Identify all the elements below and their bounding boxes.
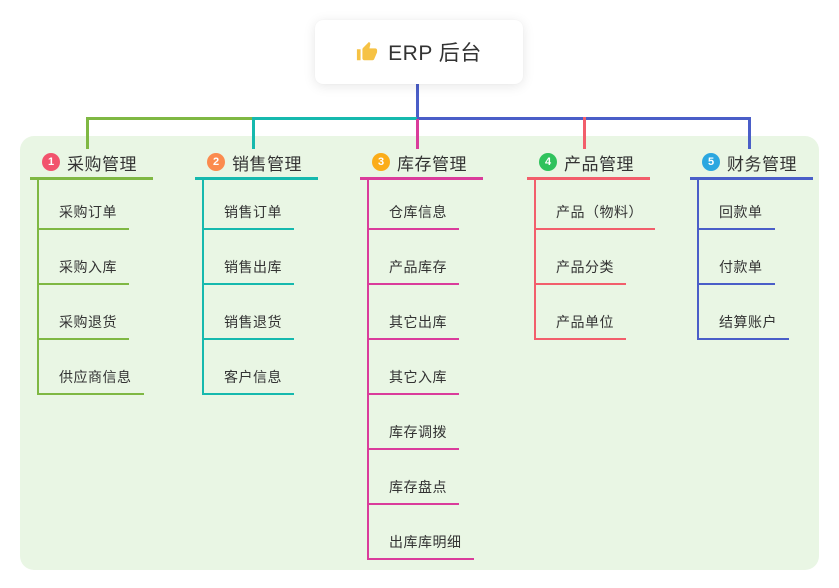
branch-inventory-header[interactable]: 3 库存管理 <box>360 147 483 180</box>
node-purchase-return[interactable]: 采购退货 <box>39 285 129 340</box>
node-stock-transfer[interactable]: 库存调拨 <box>369 395 459 450</box>
node-settlement-account[interactable]: 结算账户 <box>699 285 789 340</box>
node-product-unit[interactable]: 产品单位 <box>536 285 626 340</box>
node-sales-outbound[interactable]: 销售出库 <box>204 230 294 285</box>
badge-2: 2 <box>207 153 225 171</box>
thumbs-up-icon <box>356 41 378 63</box>
node-warehouse-info[interactable]: 仓库信息 <box>369 180 459 230</box>
branch-finance-items: 回款单 付款单 结算账户 <box>697 180 813 340</box>
node-purchase-order[interactable]: 采购订单 <box>39 180 129 230</box>
node-supplier-info[interactable]: 供应商信息 <box>39 340 144 395</box>
node-sales-return[interactable]: 销售退货 <box>204 285 294 340</box>
connector-drop-inventory <box>416 119 419 149</box>
node-other-outbound[interactable]: 其它出库 <box>369 285 459 340</box>
branches-panel <box>20 136 819 570</box>
branch-sales-header[interactable]: 2 销售管理 <box>195 147 318 180</box>
root-title: ERP 后台 <box>388 42 482 65</box>
branch-purchase: 1 采购管理 采购订单 采购入库 采购退货 供应商信息 <box>30 147 153 395</box>
connector-horizontal-mid <box>253 117 417 120</box>
connector-horizontal-left <box>86 117 255 120</box>
connector-drop-sales <box>252 117 255 149</box>
connector-root-stem <box>416 84 419 118</box>
branch-product-items: 产品（物料） 产品分类 产品单位 <box>534 180 655 340</box>
branch-title: 采购管理 <box>67 154 137 174</box>
root-node[interactable]: ERP 后台 <box>315 20 523 84</box>
branch-sales: 2 销售管理 销售订单 销售出库 销售退货 客户信息 <box>195 147 318 395</box>
node-customer-info[interactable]: 客户信息 <box>204 340 294 395</box>
branch-purchase-items: 采购订单 采购入库 采购退货 供应商信息 <box>37 180 153 395</box>
node-outbound-detail[interactable]: 出库库明细 <box>369 505 474 560</box>
connector-drop-finance <box>748 117 751 149</box>
node-sales-order[interactable]: 销售订单 <box>204 180 294 230</box>
branch-title: 库存管理 <box>397 154 467 174</box>
connector-drop-purchase <box>86 117 89 149</box>
node-purchase-inbound[interactable]: 采购入库 <box>39 230 129 285</box>
branch-finance-header[interactable]: 5 财务管理 <box>690 147 813 180</box>
node-product-category[interactable]: 产品分类 <box>536 230 626 285</box>
node-product-material[interactable]: 产品（物料） <box>536 180 655 230</box>
branch-title: 财务管理 <box>727 154 797 174</box>
node-product-stock[interactable]: 产品库存 <box>369 230 459 285</box>
badge-1: 1 <box>42 153 60 171</box>
branch-inventory: 3 库存管理 仓库信息 产品库存 其它出库 其它入库 库存调拨 库存盘点 出库库… <box>360 147 483 560</box>
branch-product-header[interactable]: 4 产品管理 <box>527 147 650 180</box>
branch-inventory-items: 仓库信息 产品库存 其它出库 其它入库 库存调拨 库存盘点 出库库明细 <box>367 180 483 560</box>
badge-3: 3 <box>372 153 390 171</box>
node-payment-bill[interactable]: 付款单 <box>699 230 775 285</box>
node-other-inbound[interactable]: 其它入库 <box>369 340 459 395</box>
node-receipt-bill[interactable]: 回款单 <box>699 180 775 230</box>
connector-drop-product <box>583 117 586 149</box>
branch-product: 4 产品管理 产品（物料） 产品分类 产品单位 <box>527 147 655 340</box>
branch-purchase-header[interactable]: 1 采购管理 <box>30 147 153 180</box>
badge-5: 5 <box>702 153 720 171</box>
branch-title: 产品管理 <box>564 154 634 174</box>
branch-finance: 5 财务管理 回款单 付款单 结算账户 <box>690 147 813 340</box>
branch-title: 销售管理 <box>232 154 302 174</box>
node-stock-check[interactable]: 库存盘点 <box>369 450 459 505</box>
badge-4: 4 <box>539 153 557 171</box>
branch-sales-items: 销售订单 销售出库 销售退货 客户信息 <box>202 180 318 395</box>
